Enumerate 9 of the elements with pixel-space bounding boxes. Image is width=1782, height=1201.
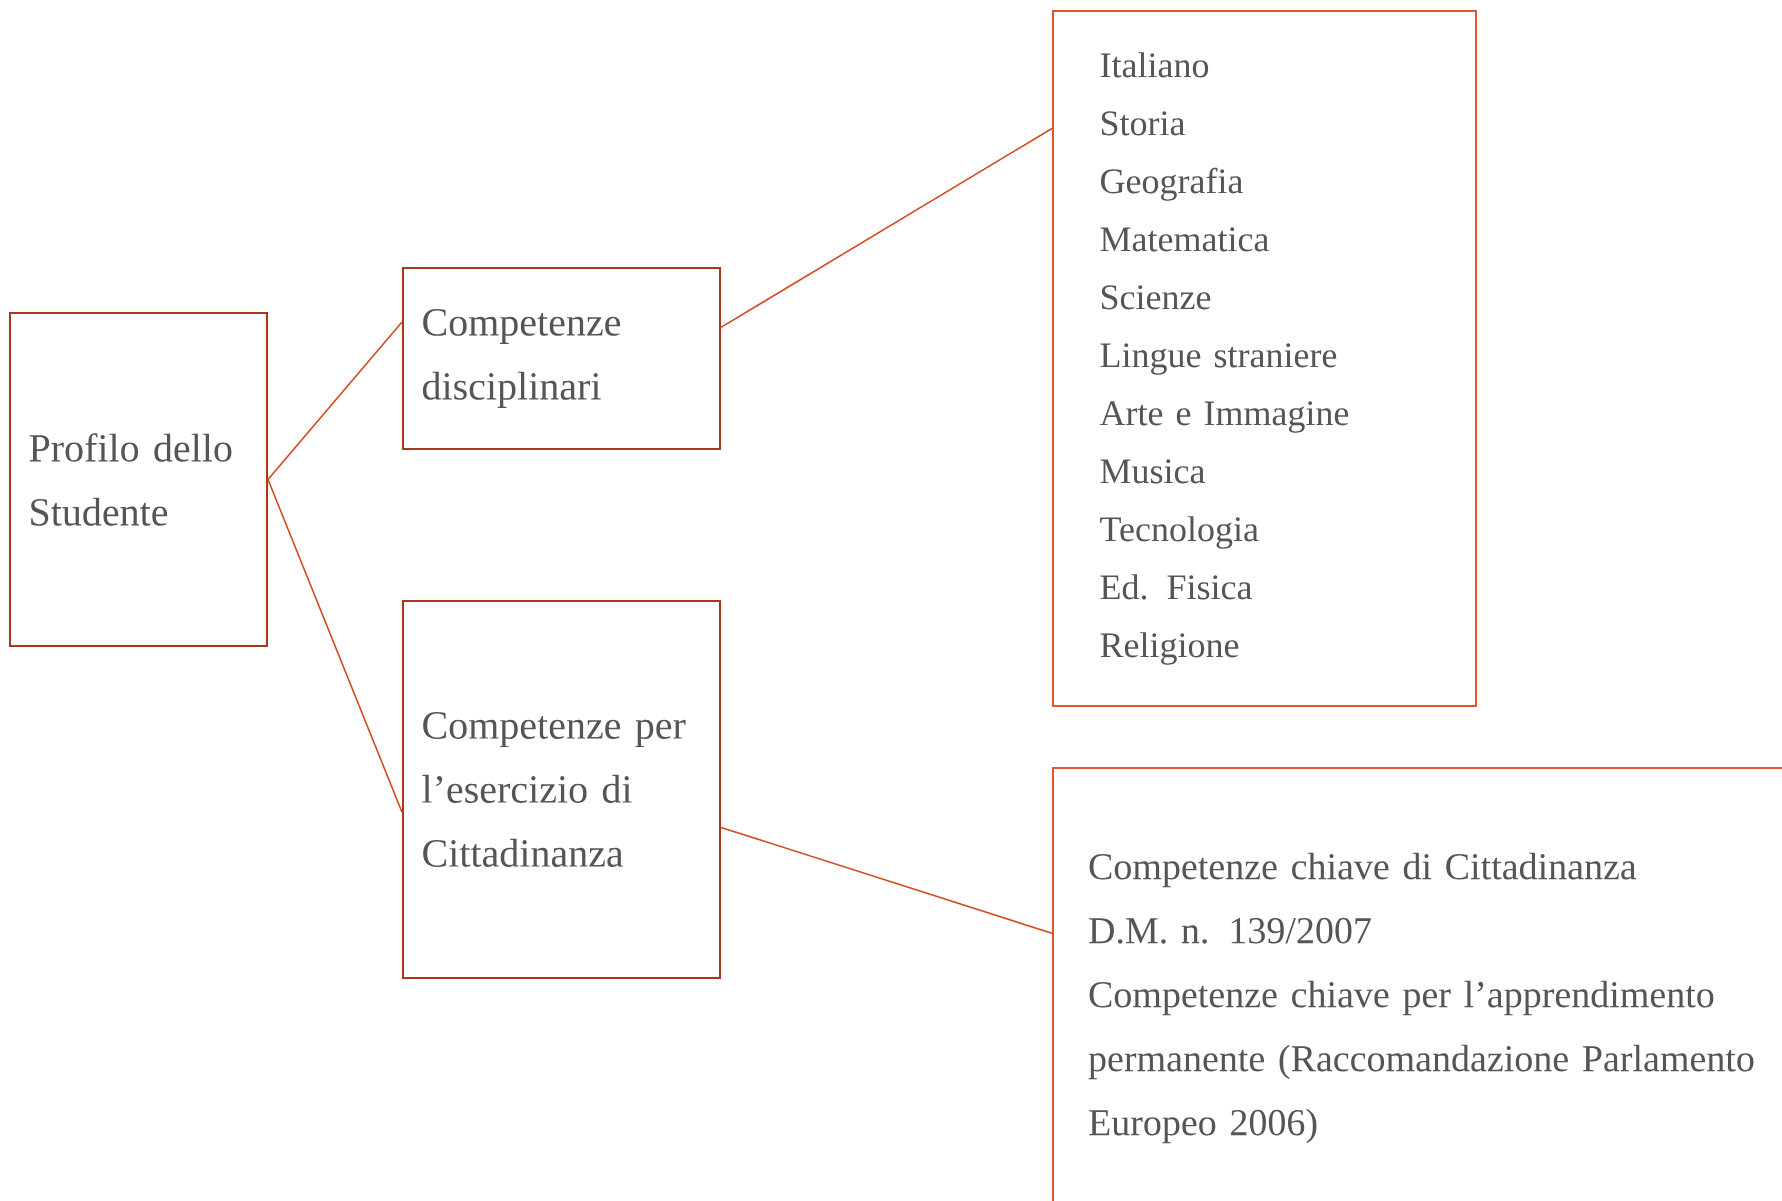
text-box: Competenze disciplinari: [402, 267, 721, 450]
connector-line: [267, 321, 403, 481]
text-box: Competenze per l’esercizio di Cittadinanza: [402, 600, 721, 979]
text-box: Italiano Storia Geografia Matematica Scienze Lingue straniere Arte e Immagine Musica Tecnologia Ed. Fisica Religione: [1052, 10, 1477, 707]
text-box: Profilo dello Studente: [9, 312, 268, 647]
text-box: Competenze chiave di Cittadinanza D.M. n. 139/2007 Competenze chiave per l’apprendimento permanente (Raccomandazione Parlamento Europeo 2006): [1052, 767, 1782, 1201]
connector-line: [267, 478, 403, 814]
connector-line: [720, 127, 1053, 329]
connector-line: [720, 826, 1053, 935]
